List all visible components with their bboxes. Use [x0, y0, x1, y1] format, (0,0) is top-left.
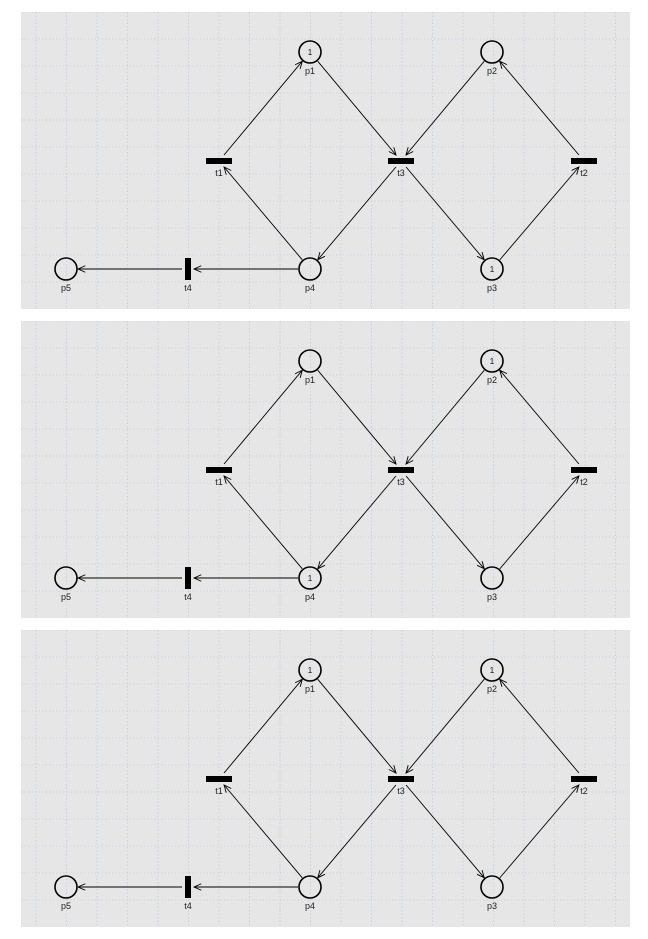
place-p1: [298, 658, 322, 682]
place-p5: [54, 875, 78, 899]
arc-t3-p3: [405, 166, 485, 261]
transition-t1: [206, 158, 232, 164]
transition-label-t3: t3: [397, 786, 405, 796]
arc-t3-p3: [405, 475, 485, 570]
place-p3: [480, 566, 504, 590]
arc-t2-p2: [499, 369, 580, 465]
transition-label-t1: t1: [215, 786, 223, 796]
place-label-p4: p4: [305, 283, 315, 293]
token-count-p2: 1: [490, 666, 495, 675]
arc-t4-p5: [76, 883, 182, 891]
arc-t1-p1: [223, 60, 304, 156]
place-label-p5: p5: [61, 283, 71, 293]
arc-t3-p4: [317, 475, 397, 570]
arc-t4-p5: [76, 265, 182, 273]
petri-net-panel-2: t1 t2 t3 t4 p1 1 p2 p3 1 p4 p5: [21, 321, 630, 618]
transition-t2: [571, 467, 597, 473]
place-label-p3: p3: [487, 283, 497, 293]
place-p3: [480, 257, 504, 281]
place-label-p4: p4: [305, 901, 315, 911]
place-p2: [480, 349, 504, 373]
place-p2: [480, 658, 504, 682]
place-p3: [480, 875, 504, 899]
transition-t4: [185, 567, 191, 589]
transition-t4: [185, 876, 191, 898]
arc-t1-p1: [223, 369, 304, 465]
arc-p2-t3: [405, 369, 485, 465]
token-count-p1: 1: [308, 666, 313, 675]
arc-p4-t4: [192, 574, 298, 582]
place-label-p1: p1: [305, 66, 315, 76]
place-label-p4: p4: [305, 592, 315, 602]
place-p5: [54, 257, 78, 281]
grid-lines: [21, 321, 630, 618]
transition-t4: [185, 258, 191, 280]
place-p2: [480, 40, 504, 64]
place-label-p2: p2: [487, 684, 497, 694]
place-label-p1: p1: [305, 684, 315, 694]
arc-p1-t3: [317, 369, 397, 465]
token-count-p1: 1: [308, 48, 313, 57]
arc-t3-p4: [317, 166, 397, 261]
arc-t2-p2: [499, 678, 580, 774]
place-p1: [298, 40, 322, 64]
place-label-p3: p3: [487, 901, 497, 911]
place-label-p5: p5: [61, 592, 71, 602]
place-p1: [298, 349, 322, 373]
arc-p1-t3: [317, 678, 397, 774]
transition-label-t2: t2: [580, 477, 588, 487]
transition-t1: [206, 467, 232, 473]
transition-label-t4: t4: [184, 592, 192, 602]
transition-t3: [388, 467, 414, 473]
transition-t2: [571, 158, 597, 164]
arc-p3-t2: [499, 475, 580, 570]
arc-t4-p5: [76, 574, 182, 582]
transition-label-t1: t1: [215, 477, 223, 487]
arc-t3-p4: [317, 784, 397, 879]
arc-p2-t3: [405, 678, 485, 774]
transition-label-t4: t4: [184, 283, 192, 293]
transition-label-t2: t2: [580, 786, 588, 796]
token-count-p4: 1: [308, 574, 313, 583]
petri-net-panel-3: t1 t2 t3 t4 1 p1 1 p2 p3 p4 p5: [21, 630, 630, 927]
place-p4: [298, 875, 322, 899]
transition-label-t3: t3: [397, 168, 405, 178]
transition-t3: [388, 776, 414, 782]
arc-p4-t1: [223, 166, 303, 261]
arc-p1-t3: [317, 60, 397, 156]
transition-t1: [206, 776, 232, 782]
place-p5: [54, 566, 78, 590]
grid-lines: [21, 12, 630, 309]
token-count-p2: 1: [490, 357, 495, 366]
place-p4: [298, 566, 322, 590]
place-p4: [298, 257, 322, 281]
place-label-p1: p1: [305, 375, 315, 385]
transition-label-t4: t4: [184, 901, 192, 911]
transition-label-t1: t1: [215, 168, 223, 178]
arc-t2-p2: [499, 60, 580, 156]
place-label-p5: p5: [61, 901, 71, 911]
petri-net-canvas: t1 t2 t3 t4 1 p1 1 p2 p3 p4 p5: [21, 630, 630, 927]
grid-lines: [21, 630, 630, 927]
arc-p4-t1: [223, 475, 303, 570]
petri-net-canvas: t1 t2 t3 t4 p1 1 p2 p3 1 p4 p5: [21, 321, 630, 618]
transition-t2: [571, 776, 597, 782]
place-label-p3: p3: [487, 592, 497, 602]
place-label-p2: p2: [487, 375, 497, 385]
transition-t3: [388, 158, 414, 164]
arc-p4-t1: [223, 784, 303, 879]
arc-p4-t4: [192, 265, 298, 273]
petri-net-canvas: t1 t2 t3 t4 1 p1 p2 1 p3 p4 p5: [21, 12, 630, 309]
transition-label-t2: t2: [580, 168, 588, 178]
token-count-p3: 1: [490, 265, 495, 274]
arc-t3-p3: [405, 784, 485, 879]
arc-p3-t2: [499, 784, 580, 879]
petri-net-panel-1: t1 t2 t3 t4 1 p1 p2 1 p3 p4 p5: [21, 12, 630, 309]
arc-p3-t2: [499, 166, 580, 261]
arc-p4-t4: [192, 883, 298, 891]
place-label-p2: p2: [487, 66, 497, 76]
arc-t1-p1: [223, 678, 304, 774]
arc-p2-t3: [405, 60, 485, 156]
transition-label-t3: t3: [397, 477, 405, 487]
